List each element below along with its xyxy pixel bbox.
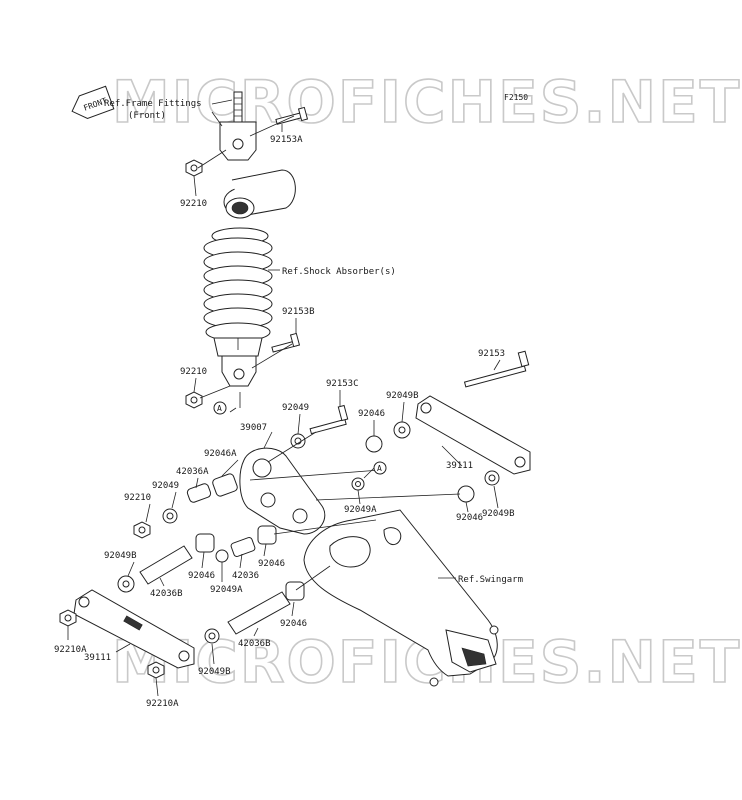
bolt-92153C xyxy=(309,404,349,435)
part-92153C: 92153C xyxy=(326,379,359,389)
svg-text:A: A xyxy=(377,464,382,473)
marker-a-2: A xyxy=(373,461,387,475)
part-92049-b: 92049 xyxy=(152,481,179,491)
part-92153: 92153 xyxy=(478,349,505,359)
bushing-92046-c xyxy=(195,533,215,553)
part-92049-a: 92049 xyxy=(282,403,309,413)
part-92049A-b: 92049A xyxy=(210,585,243,595)
part-92049B-a: 92049B xyxy=(386,391,419,401)
part-92046-d: 92046 xyxy=(258,559,285,569)
part-92210-mid: 92210 xyxy=(180,367,207,377)
part-92210-low: 92210 xyxy=(124,493,151,503)
ref-shock-absorber: Ref.Shock Absorber(s) xyxy=(282,267,396,277)
bushing-92046-b xyxy=(457,485,475,503)
leader-lines xyxy=(67,99,501,697)
part-92046-c: 92046 xyxy=(188,571,215,581)
bushing-92046-e xyxy=(285,581,305,601)
seal-92049A-b xyxy=(215,549,229,563)
part-92210-top: 92210 xyxy=(180,199,207,209)
part-42036B-b: 42036B xyxy=(238,639,271,649)
part-92046-b: 92046 xyxy=(456,513,483,523)
part-92210A-a: 92210A xyxy=(54,645,87,655)
swingarm xyxy=(303,509,499,687)
part-42036A: 42036A xyxy=(176,467,209,477)
bolt-92153B xyxy=(271,332,301,353)
part-42036: 42036 xyxy=(232,571,259,581)
part-92153A: 92153A xyxy=(270,135,303,145)
svg-text:A: A xyxy=(217,404,222,413)
part-92049B-b: 92049B xyxy=(482,509,515,519)
watermark-top: MICROFICHES.NET xyxy=(112,68,741,136)
ref-frame-fittings: Ref.Frame Fittings xyxy=(104,99,202,109)
bolt-92153 xyxy=(463,350,530,388)
collar-42036B-b xyxy=(227,591,291,635)
collar-42036 xyxy=(230,537,256,557)
rocker-arm xyxy=(239,447,326,535)
part-92046A: 92046A xyxy=(204,449,237,459)
tie-rod-right xyxy=(415,395,531,475)
bushing-92046A xyxy=(212,473,238,497)
bushing-92046-d xyxy=(257,525,277,545)
ref-swingarm: Ref.Swingarm xyxy=(458,575,523,585)
diagram-code: F2150 xyxy=(504,93,528,102)
part-42036B-a: 42036B xyxy=(150,589,183,599)
ref-frame-fittings-front: (Front) xyxy=(128,111,166,121)
part-92210A-b: 92210A xyxy=(146,699,179,709)
part-39111-right: 39111 xyxy=(446,461,473,471)
front-arrow-icon: FRONT xyxy=(71,85,115,119)
shock-absorber xyxy=(203,91,296,387)
part-92153B: 92153B xyxy=(282,307,315,317)
part-39111-left: 39111 xyxy=(84,653,111,663)
marker-a-1: A xyxy=(213,401,227,415)
part-92046-e: 92046 xyxy=(280,619,307,629)
part-92046-a: 92046 xyxy=(358,409,385,419)
part-92049A-a: 92049A xyxy=(344,505,377,515)
bushing-92046-a xyxy=(365,435,383,453)
collar-42036A xyxy=(186,483,212,503)
collar-42036B-a xyxy=(139,545,193,585)
part-92049B-d: 92049B xyxy=(198,667,231,677)
part-92049B-c: 92049B xyxy=(104,551,137,561)
part-39007: 39007 xyxy=(240,423,267,433)
